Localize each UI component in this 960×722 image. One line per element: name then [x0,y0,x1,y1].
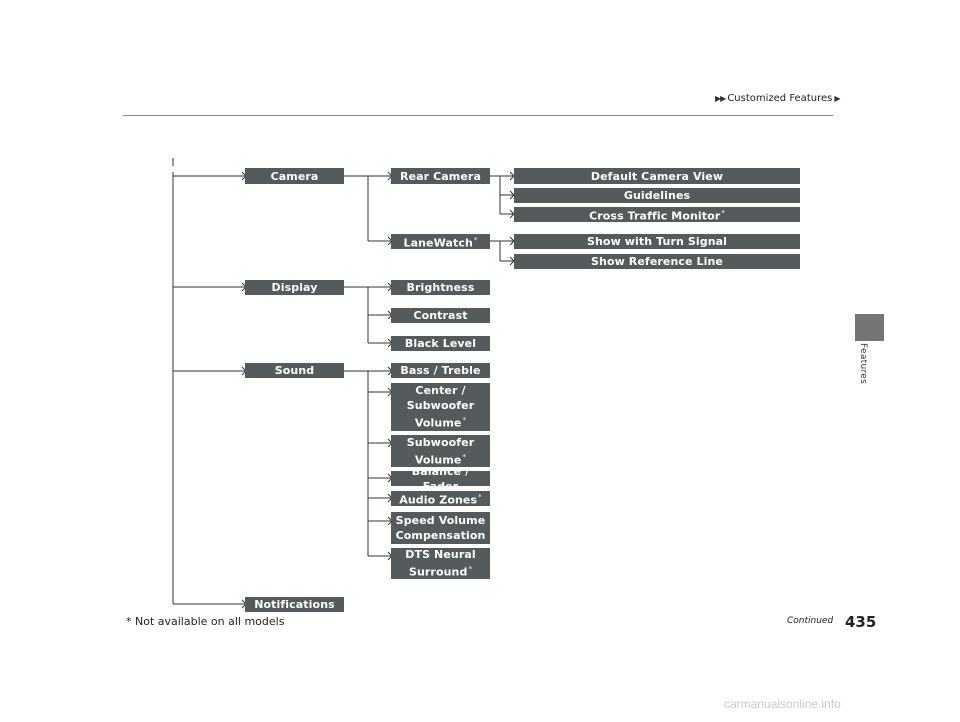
menu-notifications-label: Notifications [254,598,335,611]
menu-default-camera-view-label: Default Camera View [590,169,724,183]
subwoofer-volume-line-2: Volume [414,453,462,467]
menu-contrast-label: Contrast [413,309,468,322]
menu-black-level: Black Level [391,336,490,351]
triangle-icon: ▶ [834,94,840,103]
menu-speed-volume-compensation: Speed Volume Compensation [391,512,490,544]
footnote-marker: * [462,452,467,461]
menu-cross-traffic-monitor-label: Cross Traffic Monitor* [589,206,725,224]
menu-brightness: Brightness [391,280,490,295]
dts-neural-line-2: Surround [408,565,468,579]
menu-bass-treble-label: Bass / Treble [400,364,481,377]
menu-guidelines: Guidelines [514,188,800,203]
header-rule [123,115,833,116]
menu-show-with-turn-signal: Show with Turn Signal [514,234,800,249]
center-subwoofer-line-2: Subwoofer [406,399,475,413]
breadcrumb-label: Customized Features [727,93,833,104]
menu-show-with-turn-signal-label: Show with Turn Signal [586,235,728,248]
menu-black-level-label: Black Level [404,337,477,350]
subwoofer-volume-line-1: Subwoofer [406,435,475,449]
menu-center-subwoofer-volume-label: Center / Subwoofer Volume* [407,383,474,431]
menu-brightness-label: Brightness [406,281,475,294]
breadcrumb: ▶▶ Customized Features ▶ [715,93,841,104]
menu-display: Display [245,280,344,295]
section-tab [855,314,884,341]
menu-bass-treble: Bass / Treble [391,363,490,378]
menu-default-camera-view: Default Camera View [514,168,800,184]
double-triangle-icon: ▶▶ [715,94,726,103]
menu-subwoofer-volume: Subwoofer Volume* [391,435,490,467]
menu-dts-neural-surround: DTS Neural Surround* [391,548,490,579]
center-subwoofer-line-3: Volume [414,416,462,430]
menu-show-reference-line-label: Show Reference Line [591,255,723,268]
menu-rear-camera-label: Rear Camera [400,169,481,183]
menu-contrast: Contrast [391,308,490,323]
menu-camera: Camera [245,168,344,184]
footnote-marker: * [473,235,478,244]
menu-camera-label: Camera [270,169,319,183]
menu-audio-zones: Audio Zones* [391,491,490,506]
speed-volume-line-1: Speed Volume [395,514,486,527]
menu-speed-volume-compensation-label: Speed Volume Compensation [396,513,486,543]
menu-display-label: Display [271,281,318,294]
dts-neural-line-1: DTS Neural [405,548,476,562]
menu-balance-fader-label: Balance / Fader [411,464,470,493]
page-number: 435 [845,613,877,631]
watermark: carmanualsonline.info [724,697,841,711]
continued-label: Continued [787,616,834,626]
menu-sound-label: Sound [274,364,315,377]
menu-lanewatch-label: LaneWatch* [403,233,477,251]
menu-dts-neural-surround-label: DTS Neural Surround* [405,547,476,580]
center-subwoofer-line-1: Center / [415,384,466,398]
speed-volume-line-2: Compensation [395,529,486,542]
menu-center-subwoofer-volume: Center / Subwoofer Volume* [391,383,490,431]
menu-subwoofer-volume-label: Subwoofer Volume* [407,435,474,468]
menu-lanewatch: LaneWatch* [391,234,490,249]
menu-rear-camera: Rear Camera [391,168,490,184]
menu-sound: Sound [245,363,344,378]
footnote: * Not available on all models [126,615,285,628]
section-tab-label: Features [858,343,868,385]
footnote-marker: * [478,492,482,501]
menu-cross-traffic-monitor: Cross Traffic Monitor* [514,207,800,222]
footnote-marker: * [462,416,467,425]
menu-audio-zones-label: Audio Zones* [399,490,481,508]
cross-traffic-monitor-text: Cross Traffic Monitor [589,209,721,223]
menu-notifications: Notifications [245,597,344,612]
menu-guidelines-label: Guidelines [623,189,691,202]
audio-zones-text: Audio Zones [399,493,478,507]
footnote-marker: * [468,565,473,574]
menu-show-reference-line: Show Reference Line [514,254,800,269]
lanewatch-text: LaneWatch [403,236,473,250]
footnote-marker: * [721,208,725,217]
menu-balance-fader: Balance / Fader [391,465,490,493]
